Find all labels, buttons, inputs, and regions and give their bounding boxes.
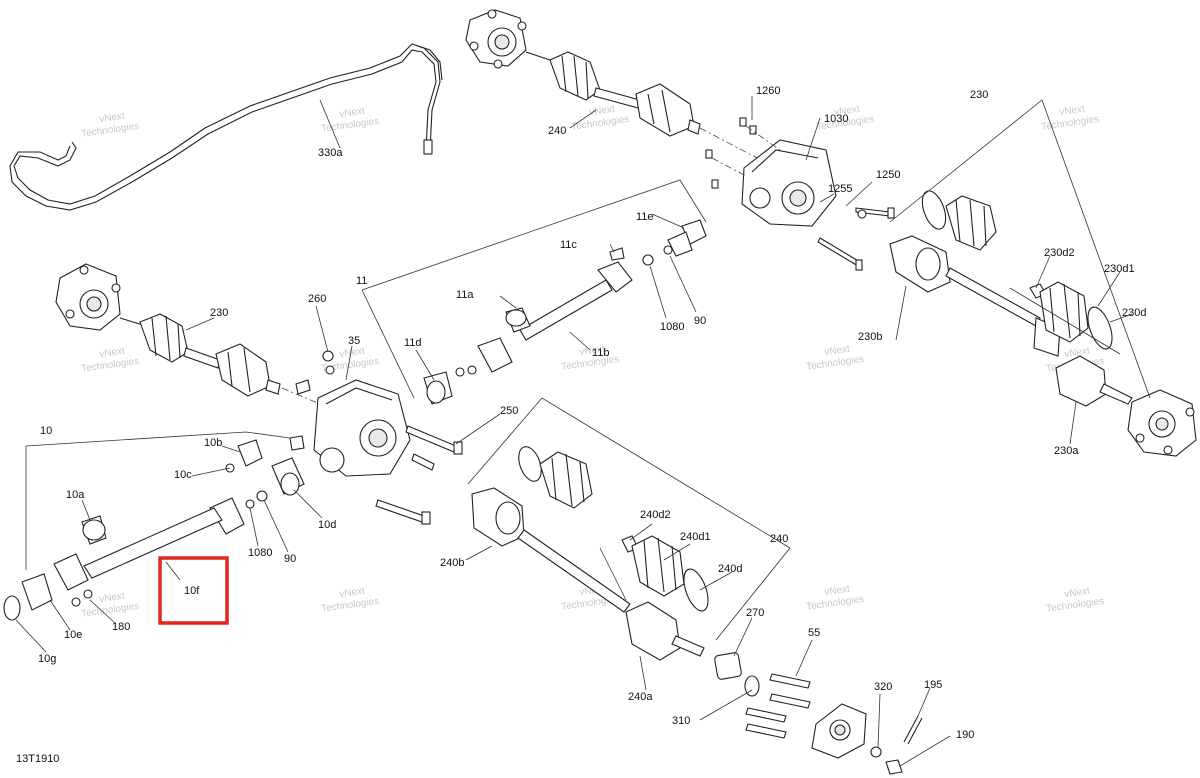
label-10e: 10e bbox=[64, 629, 82, 641]
label-10g: 10g bbox=[38, 653, 56, 665]
label-190: 190 bbox=[956, 729, 974, 741]
label-11d: 11d bbox=[404, 337, 422, 349]
bolts-1260 bbox=[705, 117, 781, 189]
svg-text:vNext: vNext bbox=[1064, 586, 1091, 600]
part-labels: 330a 240 1260 1030 1250 1255 230 11e 11c… bbox=[38, 85, 1146, 741]
label-230d1: 230d1 bbox=[1104, 263, 1135, 275]
label-1030: 1030 bbox=[824, 113, 848, 125]
label-195: 195 bbox=[924, 679, 942, 691]
label-230a: 230a bbox=[1054, 445, 1079, 457]
label-230d: 230d bbox=[1122, 307, 1146, 319]
label-180: 180 bbox=[112, 621, 130, 633]
rear-differential bbox=[705, 117, 895, 271]
drive-shaft-top bbox=[465, 9, 781, 171]
svg-text:vNext: vNext bbox=[824, 344, 851, 358]
label-1255: 1255 bbox=[828, 183, 852, 195]
label-330a: 330a bbox=[318, 147, 343, 159]
label-240d: 240d bbox=[718, 563, 742, 575]
front-differential bbox=[289, 350, 463, 525]
label-55: 55 bbox=[808, 627, 820, 639]
svg-text:vNext: vNext bbox=[834, 104, 861, 118]
leader-lines bbox=[15, 96, 1133, 767]
label-240b: 240b bbox=[440, 557, 464, 569]
label-90-lower: 90 bbox=[284, 553, 296, 565]
svg-text:vNext: vNext bbox=[1059, 104, 1086, 118]
drive-shaft-left bbox=[55, 263, 321, 405]
label-11e: 11e bbox=[636, 211, 654, 223]
label-10a: 10a bbox=[66, 489, 85, 501]
label-320: 320 bbox=[874, 681, 892, 693]
label-90-upper: 90 bbox=[694, 315, 706, 327]
svg-text:vNext: vNext bbox=[339, 346, 366, 360]
diagram-code: 13T1910 bbox=[16, 753, 59, 765]
label-270: 270 bbox=[746, 607, 764, 619]
label-1080-upper: 1080 bbox=[660, 321, 684, 333]
label-10d: 10d bbox=[318, 519, 336, 531]
svg-text:vNext: vNext bbox=[99, 346, 126, 360]
label-11a: 11a bbox=[456, 289, 474, 301]
label-11c: 11c bbox=[560, 239, 577, 251]
drive-shaft-top-right bbox=[889, 190, 1197, 457]
label-310: 310 bbox=[672, 715, 690, 727]
label-240-mid: 240 bbox=[770, 533, 788, 545]
label-230b: 230b bbox=[858, 331, 882, 343]
svg-text:vNext: vNext bbox=[579, 344, 606, 358]
label-250: 250 bbox=[500, 405, 518, 417]
svg-text:vNext: vNext bbox=[99, 111, 126, 125]
svg-text:vNext: vNext bbox=[1064, 346, 1091, 360]
group-outlines bbox=[25, 99, 1151, 641]
svg-text:vNext: vNext bbox=[99, 591, 126, 605]
label-230-left: 230 bbox=[210, 307, 228, 319]
label-10: 10 bbox=[40, 425, 52, 437]
svg-text:vNext: vNext bbox=[589, 104, 616, 118]
label-240-top: 240 bbox=[548, 125, 566, 137]
label-240d2: 240d2 bbox=[640, 509, 671, 521]
wheel-hub-top bbox=[465, 9, 527, 69]
label-1260: 1260 bbox=[756, 85, 780, 97]
label-1250: 1250 bbox=[876, 169, 900, 181]
svg-text:vNext: vNext bbox=[824, 584, 851, 598]
prop-shaft-11 bbox=[423, 219, 707, 405]
drive-shaft-bottom bbox=[471, 446, 923, 775]
label-1080-lower: 1080 bbox=[248, 547, 272, 559]
label-260: 260 bbox=[308, 293, 326, 305]
label-240d1: 240d1 bbox=[680, 531, 711, 543]
label-10f: 10f bbox=[184, 585, 200, 597]
label-11: 11 bbox=[356, 275, 367, 287]
svg-text:vNext: vNext bbox=[339, 106, 366, 120]
svg-text:vNext: vNext bbox=[339, 586, 366, 600]
vent-tube-330a bbox=[9, 43, 443, 211]
label-230-top: 230 bbox=[970, 89, 988, 101]
label-10c: 10c bbox=[174, 469, 192, 481]
label-10b: 10b bbox=[204, 437, 222, 449]
label-11b: 11b bbox=[592, 347, 610, 359]
highlight-box-10f bbox=[158, 556, 229, 625]
label-240a: 240a bbox=[628, 691, 653, 703]
label-230d2: 230d2 bbox=[1044, 247, 1075, 259]
label-35: 35 bbox=[348, 335, 360, 347]
prop-shaft-10 bbox=[3, 439, 305, 621]
